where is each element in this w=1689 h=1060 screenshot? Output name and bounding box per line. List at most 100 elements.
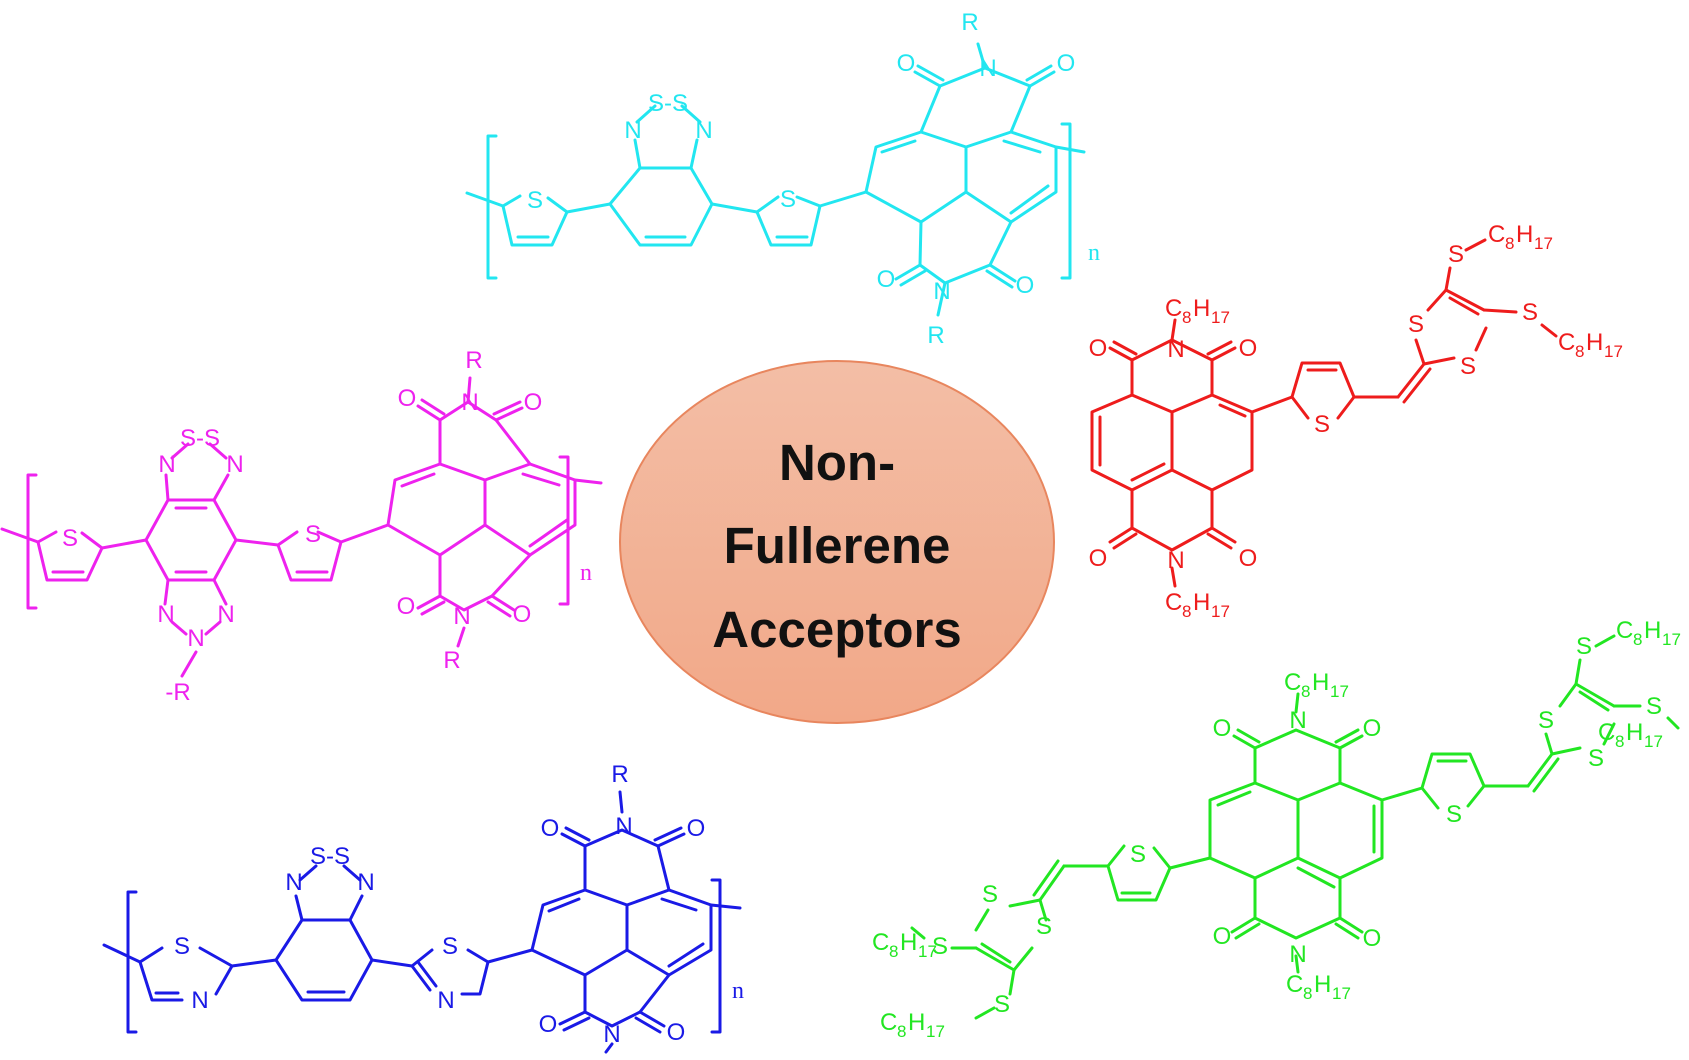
svg-text:N: N xyxy=(461,389,478,416)
svg-text:O: O xyxy=(398,385,417,412)
svg-text:N: N xyxy=(624,117,641,144)
center-title-line-2: Fullerene xyxy=(724,517,951,574)
svg-text:R: R xyxy=(443,647,460,674)
svg-text:n: n xyxy=(1088,240,1100,266)
svg-text:17: 17 xyxy=(1662,630,1681,649)
svg-text:C: C xyxy=(1165,295,1182,322)
svg-text:O: O xyxy=(1057,50,1076,77)
svg-text:S: S xyxy=(174,933,190,960)
svg-text:8: 8 xyxy=(889,942,898,961)
svg-text:C: C xyxy=(872,929,889,956)
svg-text:S: S xyxy=(442,933,458,960)
green-top-c8h17: C 8 H 17 xyxy=(1284,669,1349,701)
center-title-line-1: Non- xyxy=(779,434,895,491)
svg-text:S-S: S-S xyxy=(648,90,688,117)
svg-text:S: S xyxy=(1646,693,1662,720)
svg-text:8: 8 xyxy=(897,1022,906,1041)
svg-text:17: 17 xyxy=(1332,984,1351,1003)
svg-text:8: 8 xyxy=(1575,342,1584,361)
svg-text:N: N xyxy=(191,987,208,1014)
svg-text:8: 8 xyxy=(1182,308,1191,327)
red-top-c8h17: C 8 H 17 xyxy=(1165,295,1230,327)
svg-text:S-S: S-S xyxy=(180,425,220,452)
svg-text:S: S xyxy=(62,525,78,552)
blue-polymer-structure: S N N S-S N S N N R O O N O O n xyxy=(102,761,744,1054)
center-oval xyxy=(619,360,1055,724)
svg-text:O: O xyxy=(667,1019,686,1046)
green-bottom-c8h17: C 8 H 17 xyxy=(1286,971,1351,1003)
svg-text:N: N xyxy=(1167,547,1184,574)
red-bottom-c8h17: C 8 H 17 xyxy=(1165,589,1230,621)
svg-text:-R: -R xyxy=(165,679,190,706)
svg-text:n: n xyxy=(732,978,744,1004)
svg-text:C: C xyxy=(880,1009,897,1036)
svg-text:17: 17 xyxy=(918,942,937,961)
svg-text:N: N xyxy=(615,813,632,840)
svg-text:S: S xyxy=(982,881,998,908)
svg-text:N: N xyxy=(226,451,243,478)
svg-text:C: C xyxy=(1598,719,1615,746)
green-right-c8h17: C 8 H 17 xyxy=(1598,719,1663,751)
svg-text:H: H xyxy=(1586,329,1603,356)
svg-text:S: S xyxy=(1130,841,1146,868)
green-left-upper-c8h17: C 8 H 17 xyxy=(872,929,937,961)
svg-text:N: N xyxy=(1289,941,1306,968)
red-lower-s-c8h17: C 8 H 17 xyxy=(1558,329,1623,361)
svg-text:R: R xyxy=(927,322,944,349)
svg-text:S: S xyxy=(1446,801,1462,828)
svg-text:S: S xyxy=(1576,633,1592,660)
svg-text:S-S: S-S xyxy=(310,843,350,870)
svg-text:O: O xyxy=(539,1011,558,1038)
svg-text:O: O xyxy=(1089,335,1108,362)
green-left-lower-c8h17: C 8 H 17 xyxy=(880,1009,945,1041)
svg-text:8: 8 xyxy=(1182,602,1191,621)
svg-text:O: O xyxy=(1239,545,1258,572)
svg-text:8: 8 xyxy=(1505,234,1514,253)
svg-text:H: H xyxy=(1516,221,1533,248)
svg-text:C: C xyxy=(1286,971,1303,998)
svg-text:N: N xyxy=(158,451,175,478)
red-small-molecule-structure: N O O C 8 H 17 N O O C 8 H 17 S S S S C xyxy=(1089,221,1623,621)
svg-text:S: S xyxy=(305,521,321,548)
svg-text:8: 8 xyxy=(1301,682,1310,701)
svg-text:C: C xyxy=(1616,617,1633,644)
svg-text:S: S xyxy=(527,187,543,214)
svg-text:N: N xyxy=(603,1021,620,1048)
svg-text:17: 17 xyxy=(1534,234,1553,253)
center-title-line-3: Acceptors xyxy=(712,601,961,658)
svg-text:S: S xyxy=(1036,913,1052,940)
svg-text:C: C xyxy=(1558,329,1575,356)
svg-text:N: N xyxy=(695,117,712,144)
magenta-polymer-structure: S N S-S N N N N -R S N R O O N R O O n xyxy=(0,347,603,706)
svg-text:R: R xyxy=(465,347,482,374)
svg-text:N: N xyxy=(979,55,996,82)
svg-text:N: N xyxy=(1289,707,1306,734)
cyan-polymer-structure: S N S-S N S N R O O N R O O n xyxy=(465,9,1100,349)
svg-text:17: 17 xyxy=(1604,342,1623,361)
svg-text:S: S xyxy=(1448,241,1464,268)
svg-text:O: O xyxy=(897,50,916,77)
svg-text:N: N xyxy=(437,987,454,1014)
svg-text:17: 17 xyxy=(1330,682,1349,701)
svg-text:O: O xyxy=(1213,715,1232,742)
svg-text:S: S xyxy=(932,933,948,960)
svg-text:N: N xyxy=(1167,336,1184,363)
svg-text:H: H xyxy=(900,929,917,956)
svg-text:H: H xyxy=(1193,295,1210,322)
svg-text:O: O xyxy=(1363,715,1382,742)
svg-text:O: O xyxy=(687,815,706,842)
svg-text:S: S xyxy=(1538,707,1554,734)
svg-text:H: H xyxy=(908,1009,925,1036)
svg-text:n: n xyxy=(580,560,592,586)
svg-text:S: S xyxy=(1408,311,1424,338)
center-title-group: Non- Fullerene Acceptors xyxy=(619,360,1055,724)
svg-text:S: S xyxy=(1460,353,1476,380)
svg-text:N: N xyxy=(357,869,374,896)
green-upper-s-c8h17: C 8 H 17 xyxy=(1616,617,1681,649)
svg-text:N: N xyxy=(157,601,174,628)
svg-text:C: C xyxy=(1284,669,1301,696)
svg-text:H: H xyxy=(1626,719,1643,746)
svg-text:N: N xyxy=(217,601,234,628)
